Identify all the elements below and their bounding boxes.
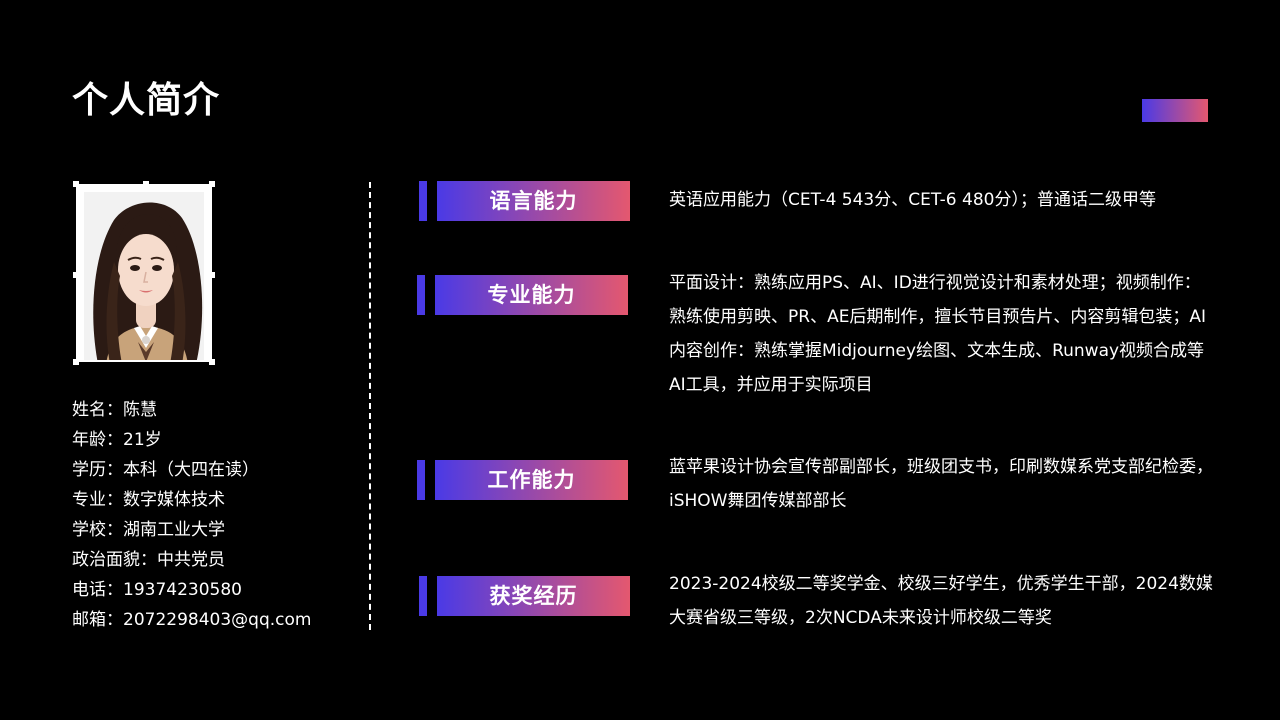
info-label: 专业： (72, 490, 123, 510)
section-text-language: 英语应用能力（CET-4 543分、CET-6 480分）；普通话二级甲等 (669, 190, 1156, 210)
info-row-email: 邮箱：2072298403@qq.com (72, 605, 311, 635)
info-row-name: 姓名：陈慧 (72, 395, 311, 425)
section-text-awards: 2023-2024校级二等奖学金、校级三好学生，优秀学生干部，2024数媒大赛省… (669, 574, 1213, 628)
info-row-education: 学历：本科（大四在读） (72, 455, 311, 485)
tag-accent-bar (419, 181, 427, 221)
page-title: 个人简介 (72, 80, 221, 121)
section-title: 工作能力 (435, 460, 628, 500)
selection-handle-ml[interactable] (73, 272, 79, 278)
selection-handle-tr[interactable] (209, 181, 215, 187)
info-label: 学历： (72, 460, 123, 480)
selection-handle-tl[interactable] (73, 181, 79, 187)
info-row-school: 学校：湖南工业大学 (72, 515, 311, 545)
info-row-age: 年龄：21岁 (72, 425, 311, 455)
info-value: 中共党员 (157, 550, 225, 570)
section-title: 获奖经历 (437, 576, 630, 616)
info-label: 年龄： (72, 430, 123, 450)
info-label: 政治面貌： (72, 550, 157, 570)
selection-handle-tc[interactable] (143, 181, 149, 187)
section-text-work: 蓝苹果设计协会宣传部副部长，班级团支书，印刷数媒系党支部纪检委，iSHOW舞团传… (669, 457, 1213, 511)
info-row-major: 专业：数字媒体技术 (72, 485, 311, 515)
profile-photo[interactable] (73, 181, 215, 365)
info-row-political-status: 政治面貌：中共党员 (72, 545, 311, 575)
tag-accent-bar (417, 460, 425, 500)
tag-accent-bar (419, 576, 427, 616)
info-row-phone: 电话：19374230580 (72, 575, 311, 605)
decorative-gradient-bar (1142, 99, 1208, 122)
info-label: 学校： (72, 520, 123, 540)
section-text-professional: 平面设计：熟练应用PS、AI、ID进行视觉设计和素材处理；视频制作：熟练使用剪映… (669, 273, 1207, 395)
info-label: 姓名： (72, 400, 123, 420)
dashed-divider (369, 182, 371, 630)
profile-info-list: 姓名：陈慧 年龄：21岁 学历：本科（大四在读） 专业：数字媒体技术 学校：湖南… (72, 395, 311, 635)
info-value: 湖南工业大学 (123, 520, 225, 540)
info-value: 本科（大四在读） (123, 460, 259, 480)
info-value: 21岁 (123, 430, 162, 450)
info-label: 电话： (72, 580, 123, 600)
tag-accent-bar (417, 275, 425, 315)
info-value: 数字媒体技术 (123, 490, 225, 510)
selection-handle-bl[interactable] (73, 359, 79, 365)
selection-handle-br[interactable] (209, 359, 215, 365)
info-value: 19374230580 (123, 580, 242, 600)
photo-portrait (84, 192, 204, 360)
info-label: 邮箱： (72, 610, 123, 630)
info-value: 2072298403@qq.com (123, 610, 312, 630)
section-title: 专业能力 (435, 275, 628, 315)
info-value: 陈慧 (123, 400, 157, 420)
selection-handle-mr[interactable] (209, 272, 215, 278)
section-title: 语言能力 (437, 181, 630, 221)
